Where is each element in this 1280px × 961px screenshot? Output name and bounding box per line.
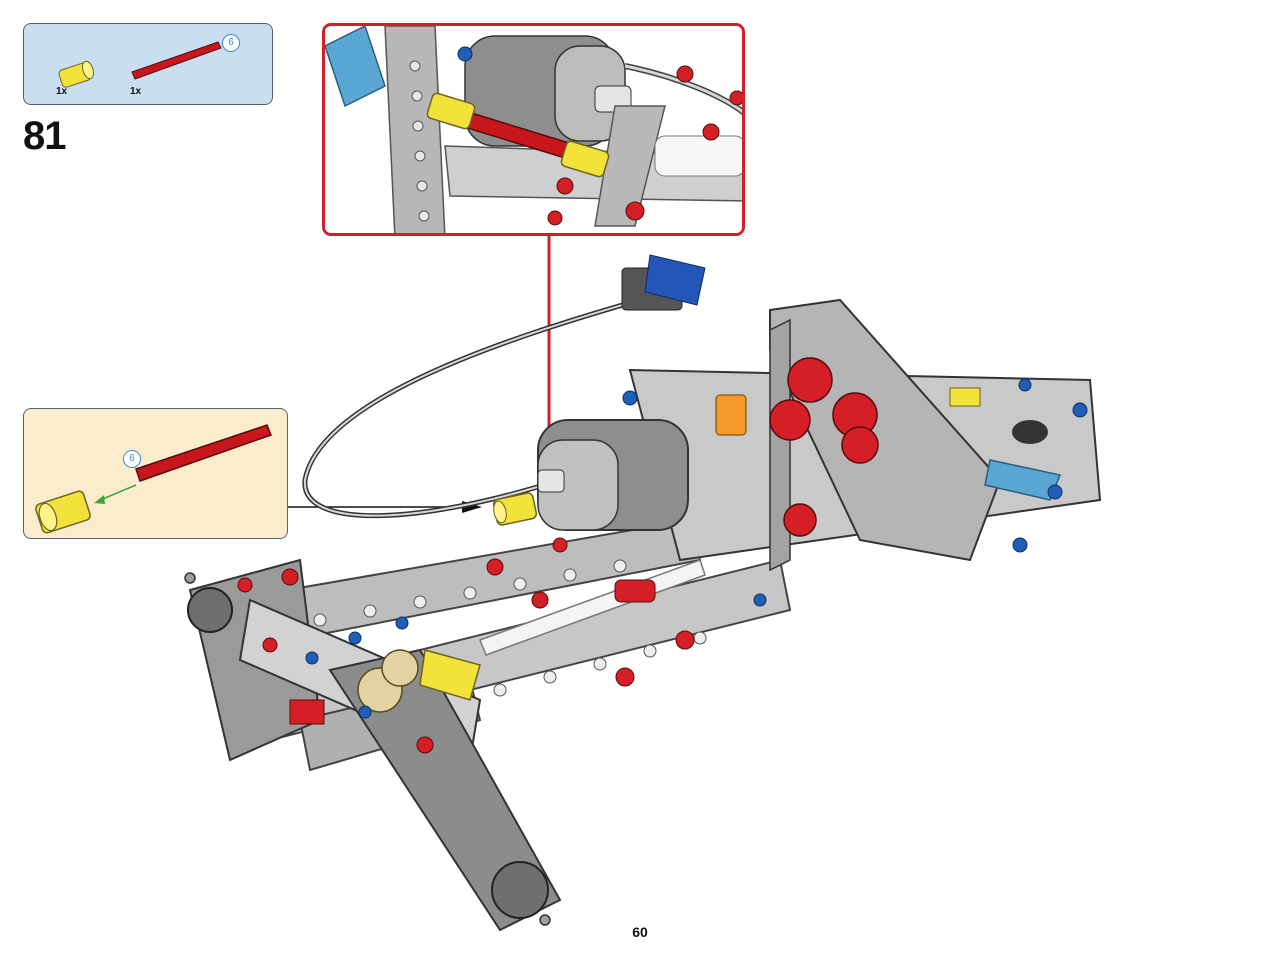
detail-connector bbox=[35, 490, 91, 534]
callout-illustration bbox=[325, 26, 742, 233]
cable-plug bbox=[621, 254, 706, 311]
assembly-detail-panel: 6 bbox=[23, 408, 288, 539]
placed-axle-connector bbox=[492, 492, 538, 526]
step-number: 81 bbox=[23, 114, 66, 158]
zoom-callout bbox=[322, 23, 745, 236]
axle-length-badge: 6 bbox=[222, 34, 240, 52]
insert-arrow-head bbox=[94, 495, 105, 504]
page-number: 60 bbox=[632, 924, 648, 940]
motor bbox=[537, 419, 689, 531]
axle-part bbox=[131, 41, 222, 80]
parts-illustrations bbox=[58, 41, 222, 88]
part-quantity-connector: 1x bbox=[56, 86, 68, 97]
axle-connector-part bbox=[58, 60, 95, 88]
detail-illustration bbox=[35, 424, 272, 534]
detail-axle-length-badge: 6 bbox=[123, 450, 141, 468]
part-quantity-axle: 1x bbox=[130, 86, 142, 97]
parts-list-panel: 6 1x 1x bbox=[23, 23, 273, 105]
